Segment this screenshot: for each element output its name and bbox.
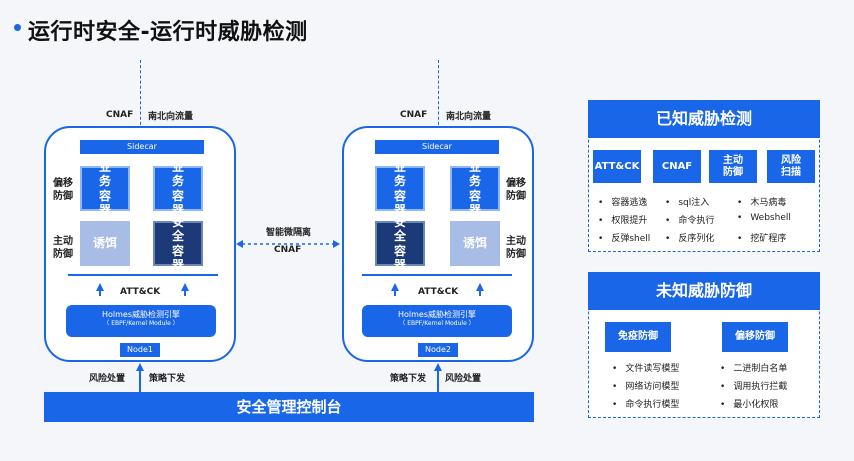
engine-box-right: Holmes威胁检测引擎 （ EBPF/Kernel Module ） <box>362 305 512 337</box>
risk-label-right: 风险处置 <box>445 374 482 384</box>
node2-tag: Node2 <box>418 343 458 357</box>
engine-title-left: Holmes威胁检测引擎 <box>101 310 180 319</box>
arrow-shaft-r1 <box>394 290 396 296</box>
known-item: 反序列化 <box>665 231 714 244</box>
side-label-top-left: 偏移防御 <box>53 178 73 202</box>
traffic-label-left: 南北向流量 <box>148 112 194 122</box>
arrow-up-l2 <box>181 283 189 291</box>
known-item: 命令执行 <box>665 213 714 226</box>
divider-line-right <box>362 274 512 276</box>
business-container-2-left: 业务容器 <box>153 160 203 217</box>
business-container-1-left: 业务容器 <box>80 160 130 217</box>
known-item: 容器逃逸 <box>598 195 647 208</box>
traffic-line-left <box>140 60 141 130</box>
unknown-item: 最小化权限 <box>720 397 778 410</box>
arrow-up-l3 <box>136 363 144 371</box>
arrow-shaft-r2 <box>479 290 481 296</box>
sidecar-bar-right: Sidecar <box>375 140 499 154</box>
bait-container-right: 诱饵 <box>450 221 500 266</box>
unknown-threat-title: 未知威胁防御 <box>588 272 820 310</box>
policy-label-right: 策略下发 <box>390 374 427 384</box>
side-label-mid-left: 主动防御 <box>53 236 73 260</box>
known-item: sql注入 <box>665 195 709 208</box>
arrow-up-l1 <box>96 283 104 291</box>
known-item: Webshell <box>737 213 791 223</box>
traffic-label-right: 南北向流量 <box>446 112 492 122</box>
known-tag-attck: ATT&CK <box>593 150 641 183</box>
unknown-item: 命令执行模型 <box>612 397 679 410</box>
cnaf-label-right: CNAF <box>400 110 428 120</box>
known-item: 挖矿程序 <box>737 231 786 244</box>
unknown-item: 网络访问模型 <box>612 379 679 392</box>
side-label-top-right: 偏移防御 <box>506 178 526 202</box>
engine-title-right: Holmes威胁检测引擎 <box>397 310 476 319</box>
unknown-item: 调用执行拦截 <box>720 379 787 392</box>
unknown-tag-drift-defense: 偏移防御 <box>722 322 788 352</box>
cnaf-label-left: CNAF <box>106 110 134 120</box>
attck-label-right: ATT&CK <box>418 287 459 297</box>
secure-container-right: 安全容器 <box>375 215 425 272</box>
sidecar-bar-left: Sidecar <box>80 140 204 154</box>
arrow-shaft-l1 <box>99 290 101 296</box>
management-console-bar: 安全管理控制台 <box>44 392 534 422</box>
page-title: 运行时安全-运行时威胁检测 <box>28 20 308 45</box>
title-bullet <box>14 24 21 31</box>
arrow-shaft-l2 <box>184 290 186 296</box>
known-item: 木马病毒 <box>737 195 786 208</box>
engine-sub-left: （ EBPF/Kernel Module ） <box>103 320 179 328</box>
engine-box-left: Holmes威胁检测引擎 （ EBPF/Kernel Module ） <box>66 305 216 337</box>
side-label-mid-right: 主动防御 <box>506 236 526 260</box>
known-tag-active-defense: 主动防御 <box>709 150 757 183</box>
traffic-line-right <box>438 60 439 130</box>
risk-label-left: 风险处置 <box>89 374 126 384</box>
business-container-2-right: 业务容器 <box>450 160 500 217</box>
arrow-shaft-l3 <box>139 370 141 392</box>
arrow-up-r1 <box>391 283 399 291</box>
known-item: 权限提升 <box>598 213 647 226</box>
business-container-1-right: 业务容器 <box>375 160 425 217</box>
known-tag-cnaf: CNAF <box>653 150 701 183</box>
node1-tag: Node1 <box>120 343 160 357</box>
divider-line-left <box>68 274 218 276</box>
arrow-up-r3 <box>434 363 442 371</box>
engine-sub-right: （ EBPF/Kernel Module ） <box>399 320 475 328</box>
isolation-label: 智能微隔离 <box>266 228 312 238</box>
known-item: 反弹shell <box>598 231 650 244</box>
policy-label-left: 策略下发 <box>149 374 186 384</box>
known-threat-title: 已知威胁检测 <box>588 100 820 138</box>
unknown-tag-immune-defense: 免疫防御 <box>605 322 671 352</box>
arrow-up-r2 <box>476 283 484 291</box>
unknown-item: 二进制白名单 <box>720 361 787 374</box>
arrow-shaft-r3 <box>437 370 439 392</box>
attck-label-left: ATT&CK <box>120 287 161 297</box>
secure-container-left: 安全容器 <box>153 215 203 272</box>
isolation-arrow <box>236 233 340 248</box>
bait-container-left: 诱饵 <box>80 221 130 266</box>
known-tag-risk-scan: 风险扫描 <box>767 150 815 183</box>
isolation-cnaf-label: CNAF <box>274 245 302 255</box>
unknown-item: 文件读写模型 <box>612 361 679 374</box>
